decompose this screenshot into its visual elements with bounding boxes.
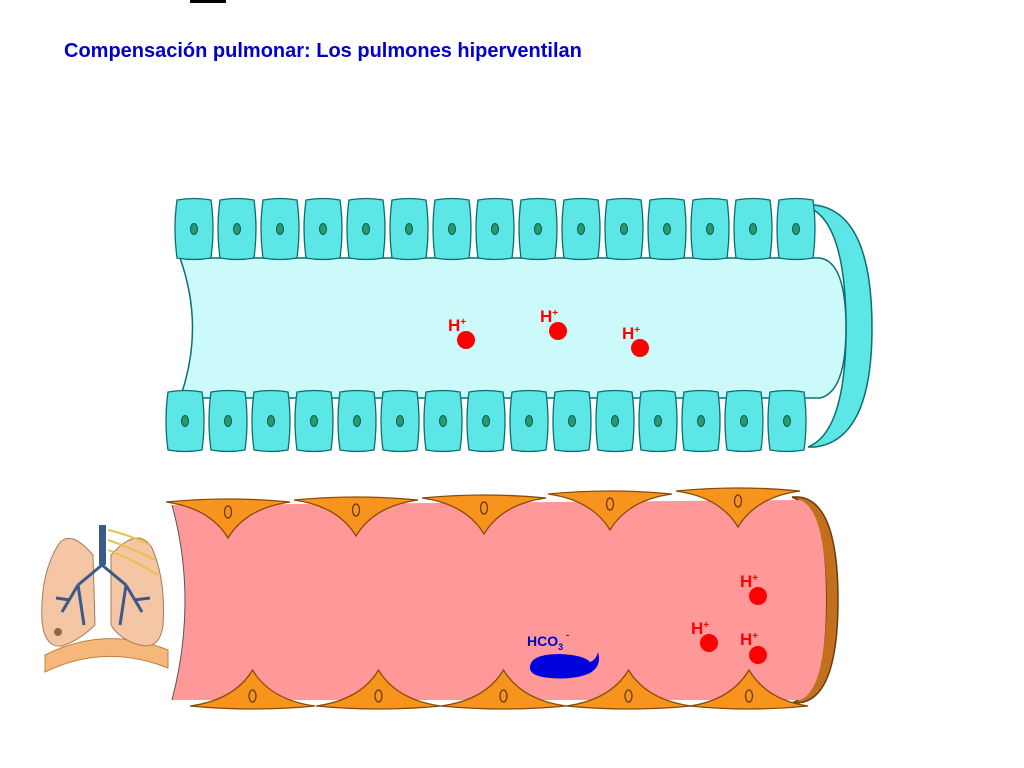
top-alveolar-cell-row — [174, 197, 816, 261]
alveolar-cell — [303, 197, 343, 261]
alveolus: H+ H+ H+ — [165, 197, 873, 453]
alveolar-cell — [208, 389, 248, 453]
endothelial-cell — [689, 668, 809, 710]
alveolar-cell — [724, 389, 764, 453]
alveolar-lumen — [178, 257, 847, 399]
alveolar-cell — [561, 197, 601, 261]
alveolar-cell — [251, 389, 291, 453]
lungs-icon — [41, 525, 169, 673]
endothelial-cell — [675, 487, 801, 529]
hydrogen-ion: H+ — [691, 619, 718, 652]
endothelial-cell — [547, 490, 673, 532]
svg-text:H+: H+ — [622, 324, 640, 343]
alveolar-cell — [217, 197, 257, 261]
alveolar-cell — [647, 197, 687, 261]
svg-text:H+: H+ — [448, 316, 466, 335]
alveolar-cell — [389, 197, 429, 261]
hydrogen-ion: H+ — [740, 630, 767, 664]
alveolar-cell — [552, 389, 592, 453]
alveolar-cell — [681, 389, 721, 453]
endothelial-cell — [440, 668, 567, 710]
alveolus-rounded-end — [805, 204, 873, 448]
alveolar-cell — [733, 197, 773, 261]
endothelial-cell — [165, 498, 291, 540]
alveolar-cell — [767, 389, 807, 453]
alveolar-cell — [638, 389, 678, 453]
alveolar-cell — [165, 389, 205, 453]
alveolar-cell — [604, 197, 644, 261]
alveolar-cell — [260, 197, 300, 261]
alveolar-cell — [380, 389, 420, 453]
svg-text:H+: H+ — [691, 619, 709, 638]
alveolar-cell — [690, 197, 730, 261]
endothelial-cell — [565, 668, 692, 710]
endothelial-cell — [189, 668, 316, 710]
alveolar-cell — [466, 389, 506, 453]
blood-plasma — [171, 500, 826, 701]
svg-text:H+: H+ — [740, 572, 758, 591]
bottom-alveolar-cell-row — [165, 389, 807, 453]
svg-text:H+: H+ — [740, 630, 758, 649]
alveolar-cell — [174, 197, 214, 261]
alveolar-h-ions: H+ H+ H+ — [448, 307, 649, 357]
blood-vessel: H+ H+ H+ HCO3- — [165, 487, 839, 710]
hydrogen-ion: H+ — [622, 324, 649, 357]
svg-text:H+: H+ — [540, 307, 558, 326]
hydrogen-ion: H+ — [448, 316, 475, 349]
slide-title: Compensación pulmonar: Los pulmones hipe… — [64, 40, 582, 62]
alveolar-cell — [294, 389, 334, 453]
top-endothelial-cell-row — [165, 487, 801, 540]
alveolar-cell — [337, 389, 377, 453]
endothelial-cell — [315, 668, 442, 710]
endothelial-cell — [293, 496, 419, 538]
blood-h-ions: H+ H+ H+ — [691, 572, 767, 664]
alveolar-cell — [423, 389, 463, 453]
endothelial-cell — [421, 494, 547, 536]
alveolar-cell — [518, 197, 558, 261]
alveolar-cell — [475, 197, 515, 261]
alveolar-cell — [346, 197, 386, 261]
hydrogen-ion: H+ — [540, 307, 567, 340]
alveolar-cell — [595, 389, 635, 453]
top-decoration-bar — [190, 0, 226, 3]
bicarbonate-ion: HCO3- — [527, 630, 599, 679]
alveolar-cell — [776, 197, 816, 261]
bottom-endothelial-cell-row — [189, 668, 809, 710]
alveolar-cell — [509, 389, 549, 453]
svg-text:HCO3-: HCO3- — [527, 630, 569, 652]
hydrogen-ion: H+ — [740, 572, 767, 605]
alveolar-cell — [432, 197, 472, 261]
